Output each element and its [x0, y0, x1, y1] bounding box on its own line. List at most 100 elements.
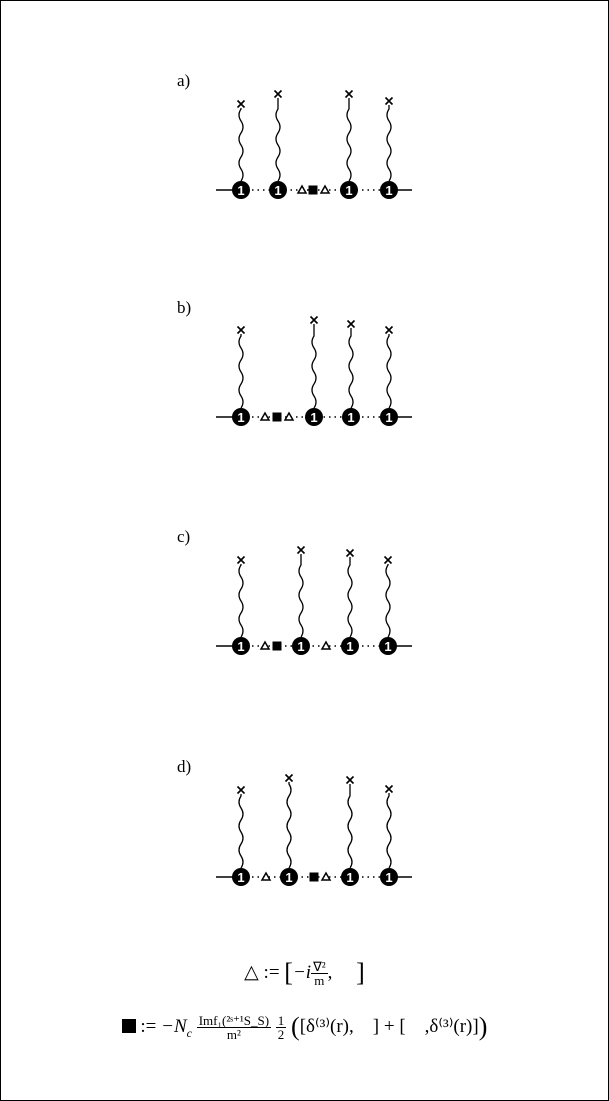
diagram-d-vertex-label: 1 — [385, 870, 392, 885]
diagram-d-vertex — [341, 868, 359, 886]
diagram-c-wavy-line — [347, 557, 353, 638]
diagram-b-cross-icon — [384, 325, 394, 335]
square-plus: + — [383, 1016, 395, 1037]
diagram-c-vertex — [341, 637, 359, 655]
diagram-d-wavy-line — [347, 784, 353, 869]
square-term1: [δ⁽³⁾(r), — [299, 1016, 354, 1037]
diagram-d-square-icon — [309, 872, 319, 882]
diagram-a-cross-icon — [236, 99, 246, 109]
triangle-open-bracket: [ — [284, 958, 293, 987]
diagram-d-wavy-line — [286, 782, 292, 869]
triangle-minus-i: −i — [292, 962, 312, 983]
diagram-b-vertex — [232, 408, 250, 426]
diagram-a-vertex-label: 1 — [237, 183, 244, 198]
diagram-b-cross-icon — [236, 325, 246, 335]
diagram-a-wavy-line — [346, 98, 352, 182]
diagram-d-vertex-label: 1 — [285, 870, 292, 885]
diagram-c-square-icon — [272, 641, 282, 651]
diagram-c-vertex-label: 1 — [384, 639, 391, 654]
square-symbol-icon — [121, 1019, 136, 1033]
diagram-a-vertex-label: 1 — [385, 183, 392, 198]
diagram-a-cross-icon — [273, 89, 283, 99]
square-close-paren: ) — [478, 1012, 488, 1041]
diagram-d-cross-icon — [384, 784, 394, 794]
diagram-d-vertex — [280, 868, 298, 886]
diagram-d-triangle-icon — [320, 871, 332, 881]
diagram-c-cross-icon — [345, 548, 355, 558]
panel-label-a: a) — [177, 71, 191, 90]
diagram-c-wavy-line — [385, 564, 391, 638]
diagram-d-wavy-line — [238, 794, 244, 869]
triangle-lhs: △ := — [244, 962, 280, 983]
diagram-a-vertex — [340, 181, 358, 199]
diagram-b-vertex-label: 1 — [385, 410, 392, 425]
square-denominator: m² — [226, 1027, 241, 1043]
diagram-a-wavy-line — [275, 98, 281, 182]
diagram-b-wavy-line — [238, 334, 244, 409]
diagram-a-triangle-icon — [296, 184, 308, 194]
diagram-d-vertex — [232, 868, 250, 886]
diagram-d-triangle-icon — [260, 871, 272, 881]
diagram-d-cross-icon — [236, 785, 246, 795]
diagram-b-vertex — [305, 408, 323, 426]
diagram-c-vertex-label: 1 — [237, 639, 244, 654]
diagram-c-wavy-line — [298, 554, 304, 638]
diagram-b-vertex-label: 1 — [310, 410, 317, 425]
diagram-b-cross-icon — [346, 319, 356, 329]
diagram-a-wavy-line — [238, 108, 244, 182]
diagram-c-cross-icon — [383, 555, 393, 565]
square-neg-nc: −N — [161, 1016, 187, 1037]
diagram-a-vertex — [269, 181, 287, 199]
diagram-d-cross-icon — [284, 773, 294, 783]
diagram-a-vertex-label: 1 — [345, 183, 352, 198]
diagram-c-vertex-label: 1 — [346, 639, 353, 654]
diagram-c-vertex — [379, 637, 397, 655]
triangle-comma: , — [327, 962, 333, 983]
square-term2: ,δ⁽³⁾(r)] — [424, 1016, 479, 1037]
diagram-b-vertex-label: 1 — [347, 410, 354, 425]
diagram-b-wavy-line — [386, 334, 392, 409]
diagram-b-triangle-icon — [259, 411, 271, 421]
diagram-a-vertex — [232, 181, 250, 199]
half-denominator: 2 — [277, 1027, 285, 1043]
diagram-a-cross-icon — [384, 96, 394, 106]
diagram-c-vertex — [232, 637, 250, 655]
square-assign: := — [140, 1016, 157, 1037]
diagram-b-wavy-line — [311, 324, 317, 409]
diagram-b-cross-icon — [309, 315, 319, 325]
diagram-d-vertex-label: 1 — [237, 870, 244, 885]
diagram-a-cross-icon — [344, 89, 354, 99]
diagram-d-vertex — [380, 868, 398, 886]
diagram-c-triangle-icon — [320, 640, 332, 650]
diagram-b-wavy-line — [348, 328, 354, 409]
square-numerator: Imf₁(²ˢ⁺¹S_S) — [196, 1013, 272, 1029]
diagram-b-vertex — [380, 408, 398, 426]
diagram-d-cross-icon — [345, 775, 355, 785]
diagram-a-square-icon — [308, 185, 318, 195]
square-term2-open: [ — [399, 1016, 406, 1037]
triangle-numerator: ∇² — [311, 959, 328, 975]
square-term1-close: ] — [372, 1016, 380, 1037]
square-open-paren: ( — [291, 1012, 300, 1041]
diagram-a-vertex-label: 1 — [274, 183, 281, 198]
diagram-a-vertex — [380, 181, 398, 199]
diagram-b-vertex-label: 1 — [237, 410, 244, 425]
diagram-c-vertex-label: 1 — [297, 639, 304, 654]
panel-label-d: d) — [177, 757, 192, 776]
diagram-a-wavy-line — [386, 105, 392, 182]
panel-label-b: b) — [177, 298, 192, 317]
half-numerator: 1 — [275, 1013, 287, 1029]
triangle-denominator: m — [314, 973, 325, 989]
diagram-b-triangle-icon — [283, 411, 295, 421]
square-fraction: Imf₁(²ˢ⁺¹S_S)m² — [196, 1013, 272, 1043]
diagram-d-wavy-line — [386, 793, 392, 869]
diagram-c-cross-icon — [236, 555, 246, 565]
diagram-b-square-icon — [272, 412, 282, 422]
diagram-c-vertex — [292, 637, 310, 655]
diagram-c-wavy-line — [238, 564, 244, 638]
diagram-c-triangle-icon — [259, 640, 271, 650]
